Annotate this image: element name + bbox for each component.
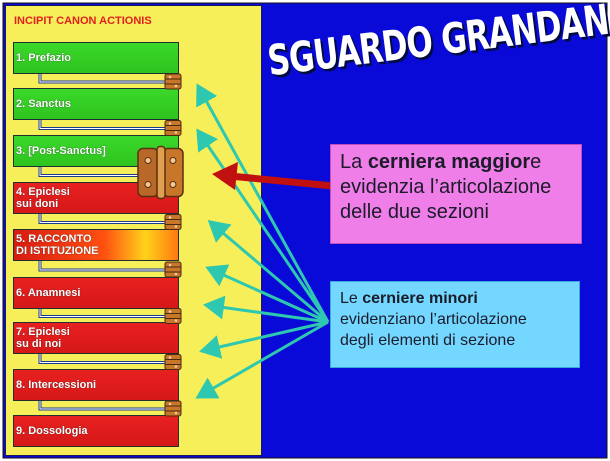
panel-title: INCIPIT CANON ACTIONIS bbox=[14, 15, 152, 27]
callout-major-pre: La bbox=[340, 151, 368, 173]
callout-minor-line2: evidenziano l’articolazione bbox=[340, 311, 527, 328]
section-box: 2. Sanctus bbox=[13, 88, 179, 120]
callout-minor-line3: degli elementi di sezione bbox=[340, 332, 516, 349]
callout-major-post: e bbox=[530, 151, 542, 173]
callout-major-line2: evidenzia l’articolazione bbox=[340, 176, 552, 198]
section-box: 7. Epiclesi su di noi bbox=[13, 322, 179, 354]
callout-major-hinge: La cerniera maggiore evidenzia l’articol… bbox=[330, 144, 582, 244]
section-box: 8. Intercessioni bbox=[13, 369, 179, 401]
callout-major-line1: La cerniera maggiore bbox=[340, 150, 581, 175]
section-box: 4. Epiclesi sui doni bbox=[13, 182, 179, 214]
section-box: 9. Dossologia bbox=[13, 415, 179, 447]
callout-major-line3: delle due sezioni bbox=[340, 201, 489, 223]
callout-minor-hinges: Le cerniere minori evidenziano l’articol… bbox=[330, 281, 580, 368]
section-box: 1. Prefazio bbox=[13, 42, 179, 74]
section-box: 5. RACCONTO DI ISTITUZIONE bbox=[13, 229, 179, 261]
callout-major-bold: cerniera maggior bbox=[367, 151, 531, 173]
callout-minor-bold: cerniere minori bbox=[362, 290, 478, 307]
callout-minor-pre: Le bbox=[340, 290, 363, 307]
section-box: 6. Anamnesi bbox=[13, 277, 179, 309]
section-box: 3. [Post-Sanctus] bbox=[13, 135, 179, 167]
callout-minor-line1: Le cerniere minori bbox=[340, 288, 579, 309]
